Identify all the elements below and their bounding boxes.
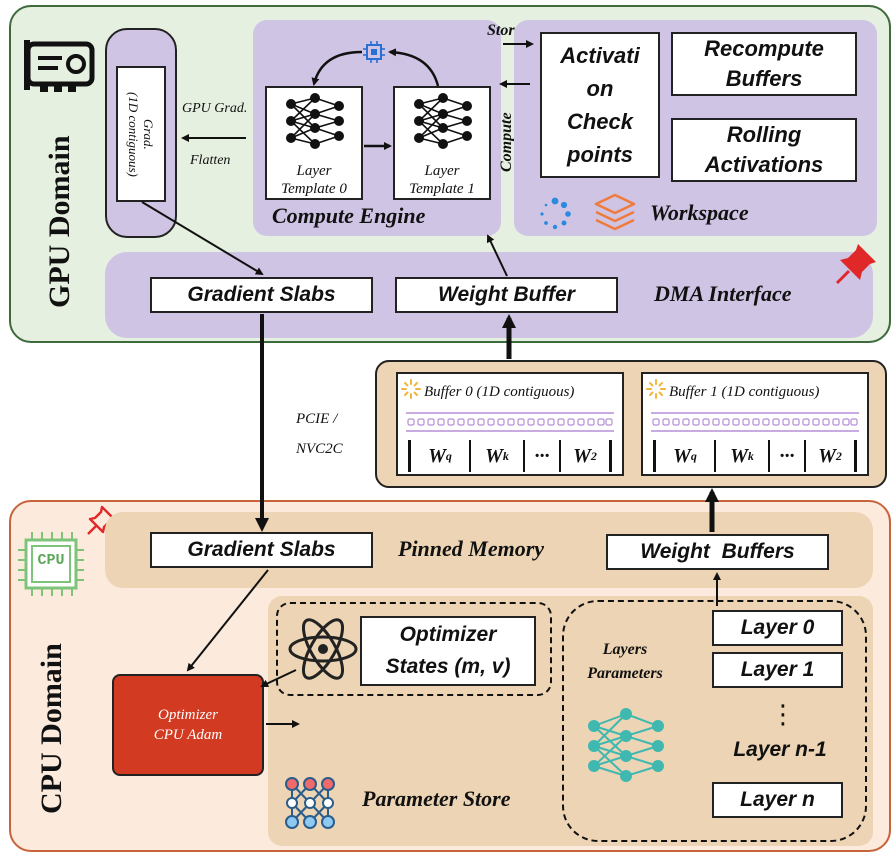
weight-buffer-label: Weight Buffer	[438, 283, 575, 306]
layer-template-1-label-a: Layer	[424, 163, 460, 179]
compute-engine-label: Compute Engine	[272, 203, 426, 228]
spinner-icon	[538, 197, 572, 231]
cpu-domain-label: CPU Domain	[35, 643, 68, 815]
layer-n-box: Layer n	[712, 782, 843, 818]
grad-contiguous-label: (1D contiguous)	[126, 91, 141, 177]
gpu-domain-label: GPU Domain	[43, 135, 76, 309]
optimizer-states-dashed	[276, 602, 552, 696]
buffer-1-label: Buffer 1 (1D contiguous)	[669, 384, 820, 400]
pcie-label-line1: PCIE /	[296, 411, 338, 427]
gradient-slabs-gpu-label: Gradient Slabs	[187, 283, 336, 306]
layer-template-0-label-b: Template 0	[281, 181, 347, 197]
optimizer-label: Optimizer	[157, 707, 218, 723]
atom-icon	[286, 612, 360, 686]
optimizer-states-box: Optimizer States (m, v)	[360, 616, 536, 686]
activation-checkpoints-label: Activati on Check points	[560, 43, 640, 167]
pcie-label: PCIE / NVC2C	[296, 404, 343, 464]
buffer-1-cell-ellipsis: ···	[770, 440, 806, 472]
optimizer-cpu-adam-box: Optimizer CPU Adam	[112, 674, 264, 776]
layer-1-box: Layer 1	[712, 652, 843, 688]
gpu-card-icon	[22, 38, 98, 96]
cpu-chip-icon: CPU	[16, 530, 86, 598]
layers-parameters-label: Layers Parameters	[580, 638, 670, 686]
gradient-slabs-gpu-box: Gradient Slabs	[150, 277, 373, 313]
gradient-slabs-cpu-box: Gradient Slabs	[150, 532, 373, 568]
neural-network-icon	[286, 93, 344, 149]
layers-parameters-label-1: Layers	[602, 641, 648, 658]
weight-buffers-label: Weight Buffers	[640, 540, 795, 563]
layer-n-label: Layer n	[740, 788, 815, 811]
rolling-activations-label: Rolling Activations	[704, 122, 824, 177]
sparkle-icon	[401, 379, 421, 399]
workspace-label: Workspace	[650, 200, 749, 225]
cpu-chip-text: CPU	[37, 552, 65, 569]
vertical-ellipsis: ⋮	[770, 700, 796, 730]
pinned-memory-label: Pinned Memory	[398, 536, 545, 561]
processor-icon	[362, 40, 386, 64]
sparkle-icon	[646, 379, 666, 399]
dma-interface-label: DMA Interface	[654, 281, 792, 306]
layers-stack-icon	[592, 192, 638, 234]
pushpin-icon	[834, 240, 880, 286]
store-label: Store	[487, 22, 522, 39]
parameter-store-label: Parameter Store	[362, 786, 511, 811]
buffer-0-label: Buffer 0 (1D contiguous)	[424, 384, 575, 400]
layer-1-label: Layer 1	[740, 658, 815, 681]
buffer-0-stripe	[406, 410, 614, 434]
parameter-store-icon	[284, 776, 336, 830]
rolling-activations-box: Rolling Activations	[671, 118, 857, 182]
layers-parameters-dashed	[562, 600, 867, 842]
gpu-grad-label: GPU Grad.	[182, 101, 248, 116]
weight-buffer-box: Weight Buffer	[395, 277, 618, 313]
recompute-buffers-label: Recompute Buffers	[704, 36, 824, 91]
weight-buffers-box: Weight Buffers	[606, 534, 829, 570]
layer-0-label: Layer 0	[740, 616, 815, 639]
optimizer-states-label: Optimizer States (m, v)	[385, 623, 511, 678]
pcie-label-line2: NVC2C	[296, 441, 343, 457]
layer-n-1-label: Layer n-1	[733, 738, 827, 761]
layer-template-1-label-b: Template 1	[409, 181, 475, 197]
flatten-label: Flatten	[190, 153, 231, 168]
grad-1d-box: Grad. (1D contiguous)	[116, 66, 166, 202]
buffer-1-stripe	[651, 410, 859, 434]
grad-label: Grad.	[141, 118, 156, 150]
layer-0-box: Layer 0	[712, 610, 843, 646]
recompute-buffers-box: Recompute Buffers	[671, 32, 857, 96]
buffer-0-cell-ellipsis: ···	[525, 440, 561, 472]
neural-network-teal-icon	[584, 704, 670, 786]
gradient-slabs-cpu-label: Gradient Slabs	[187, 538, 336, 561]
layers-parameters-label-2: Parameters	[587, 665, 663, 682]
layer-template-1-box: Layer Template 1	[393, 86, 491, 200]
neural-network-icon	[414, 93, 472, 149]
cpu-adam-label: CPU Adam	[153, 727, 223, 743]
layer-template-0-label-a: Layer	[296, 163, 332, 179]
layer-template-0-box: Layer Template 0	[265, 86, 363, 200]
activation-checkpoints-box: Activati on Check points	[540, 32, 660, 178]
